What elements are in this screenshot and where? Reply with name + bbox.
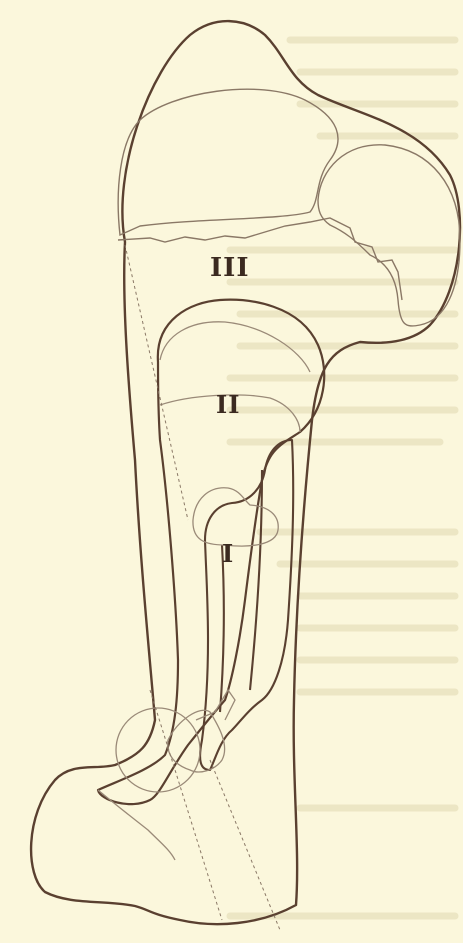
reference-dashed-lines: [125, 245, 280, 930]
stage-1-label: I: [222, 539, 233, 568]
stage-3-outline: [31, 21, 460, 924]
stage-2-outline: [98, 300, 324, 804]
stage-2-label: II: [216, 390, 240, 419]
stage-3-label: III: [210, 253, 250, 283]
head-epiphysis: [118, 89, 460, 326]
foot-ossicles: [98, 690, 235, 860]
